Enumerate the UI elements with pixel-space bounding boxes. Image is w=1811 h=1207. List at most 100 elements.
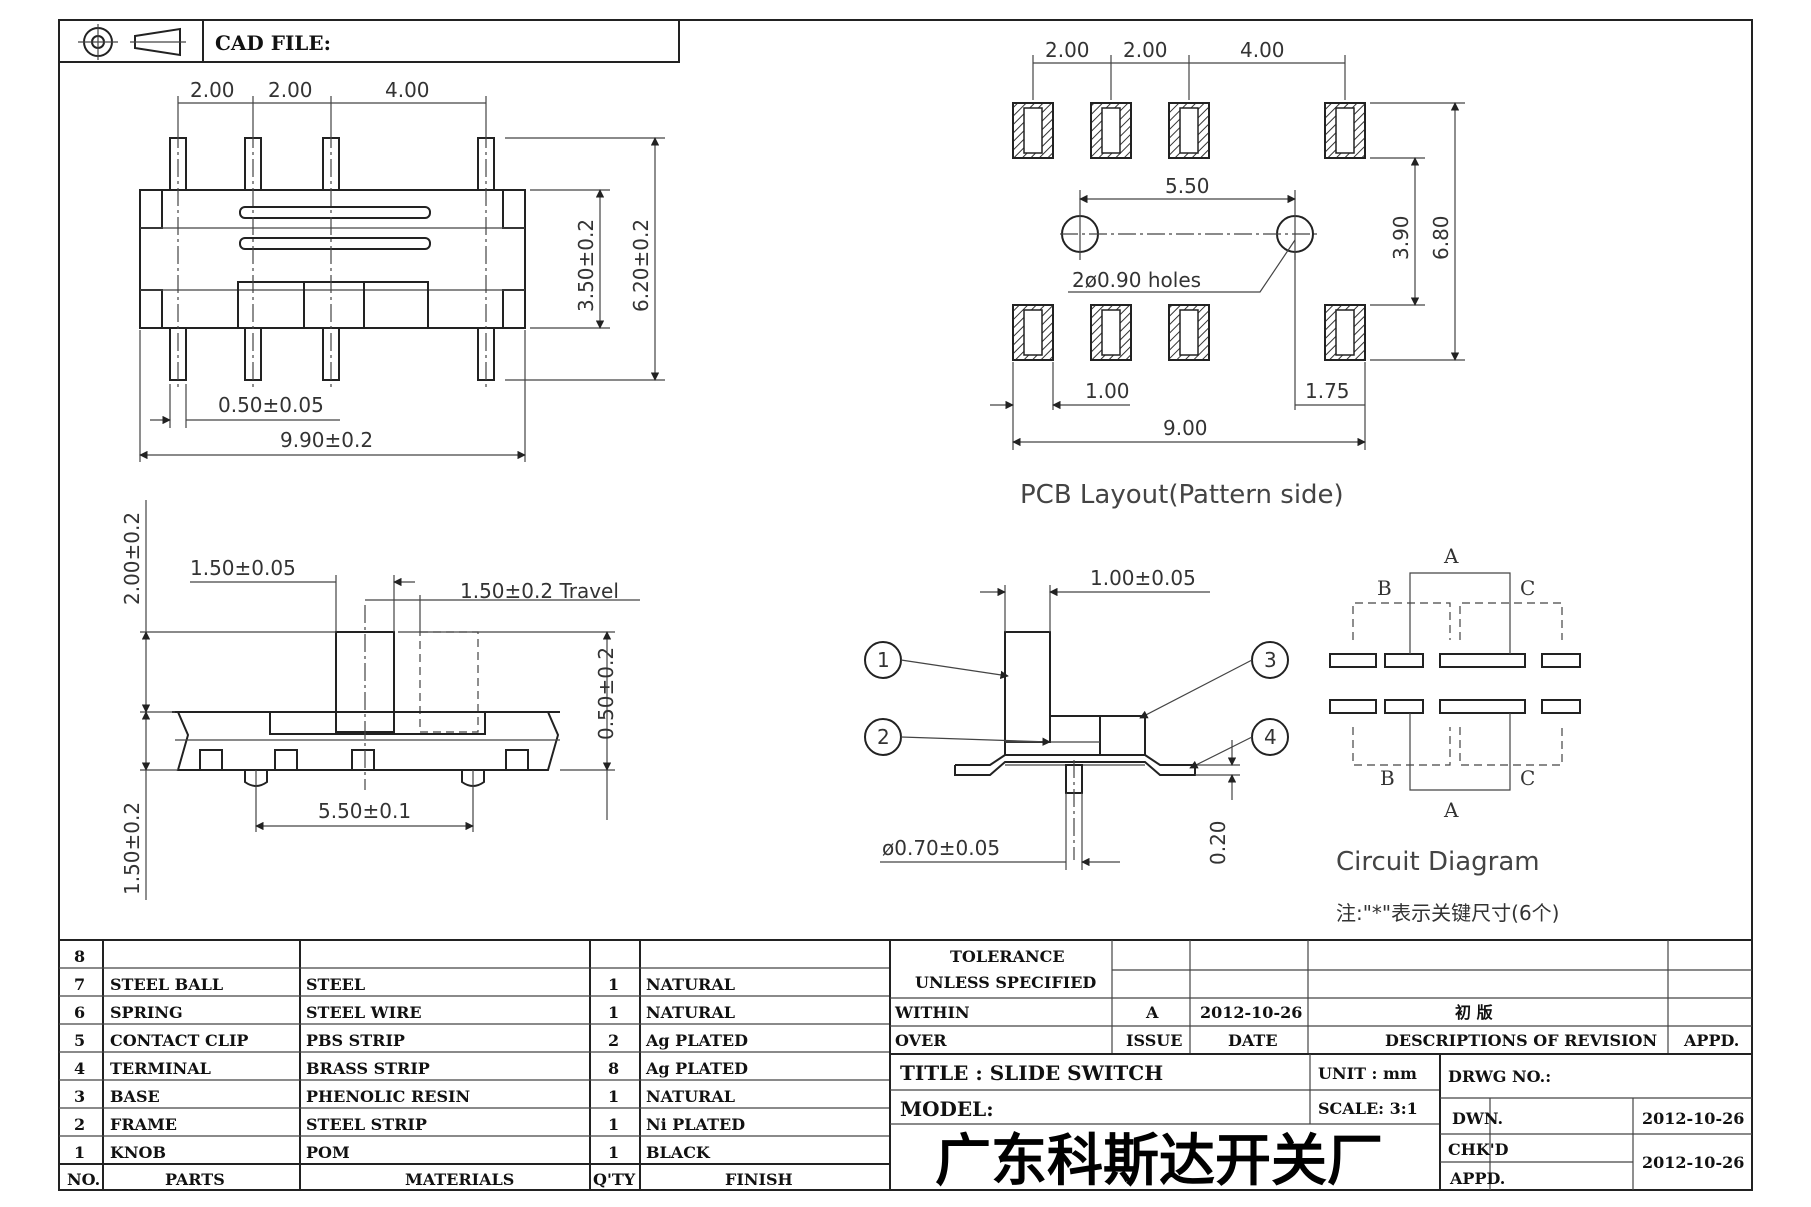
section-view: 1.00±0.05 ø0.70±0.05 0.20 1 2 3 4	[864, 566, 1289, 870]
bom-material: STEEL STRIP	[306, 1115, 427, 1134]
pcb-layout: 2.00 2.00 4.00 5.50 2ø0.90 holes 3.90 6.…	[990, 38, 1465, 510]
callout-2-label: 2	[877, 725, 890, 749]
side-base-height: 1.50±0.2	[120, 802, 144, 895]
bom-finish: NATURAL	[646, 1003, 735, 1022]
bom-finish: Ag PLATED	[645, 1059, 748, 1078]
bom-no: 4	[74, 1059, 85, 1078]
callout-1-label: 1	[877, 648, 890, 672]
bom-row: 1 KNOB POM 1 BLACK	[74, 1143, 711, 1162]
tb-issue-label: ISSUE	[1126, 1031, 1182, 1050]
bom-row: 5 CONTACT CLIP PBS STRIP 2 Ag PLATED	[74, 1031, 748, 1050]
pcb-pitch-3: 4.00	[1240, 38, 1285, 62]
bom-row: 8	[74, 947, 85, 966]
top-height-inner: 3.50±0.2	[574, 219, 598, 312]
bom-no: 1	[74, 1143, 85, 1162]
section-knob-width: 1.00±0.05	[1090, 566, 1196, 590]
bom-header-parts: PARTS	[165, 1170, 225, 1189]
tb-within: WITHIN	[894, 1003, 970, 1022]
tb-dwn-label: DWN.	[1452, 1109, 1503, 1128]
title-block: TOLERANCE UNLESS SPECIFIED WITHIN A 2012…	[889, 939, 1753, 1194]
pcb-pad-outer: 6.80	[1429, 215, 1453, 260]
cad-header: CAD FILE:	[58, 19, 680, 63]
bom-qty: 1	[608, 975, 619, 994]
circuit-caption: Circuit Diagram	[1336, 847, 1540, 877]
bom-finish: NATURAL	[646, 1087, 735, 1106]
bom-qty: 1	[608, 1143, 619, 1162]
bom-header-materials: MATERIALS	[405, 1170, 514, 1189]
bom-row: 6 SPRING STEEL WIRE 1 NATURAL	[74, 1003, 735, 1022]
bom-no: 3	[74, 1087, 85, 1106]
bom-finish: Ag PLATED	[645, 1031, 748, 1050]
side-knob-protrusion: 0.50±0.2	[594, 647, 618, 740]
tb-over: OVER	[895, 1031, 947, 1050]
bom-part: FRAME	[110, 1115, 177, 1134]
top-body-width: 9.90±0.2	[280, 428, 373, 452]
tb-tolerance: TOLERANCE	[950, 947, 1065, 966]
bom-part: STEEL BALL	[110, 975, 223, 994]
bom-part: SPRING	[110, 1003, 183, 1022]
tb-issue-value: A	[1145, 1003, 1159, 1022]
bom-finish: Ni PLATED	[646, 1115, 745, 1134]
bom-header-row: NO. PARTS MATERIALS Q'TY FINISH	[67, 1170, 793, 1189]
circuit-label-b-top: B	[1377, 576, 1392, 600]
bom-no: 8	[74, 947, 85, 966]
bom-no: 5	[74, 1031, 85, 1050]
bom-no: 2	[74, 1115, 85, 1134]
tb-model: MODEL:	[900, 1097, 994, 1121]
tb-dwn-date: 2012-10-26	[1642, 1109, 1744, 1128]
bom-material: PHENOLIC RESIN	[306, 1087, 470, 1106]
projection-symbol-icon	[78, 24, 186, 60]
bom-finish: BLACK	[646, 1143, 711, 1162]
circuit-note: 注:"*"表示关键尺寸(6个)	[1336, 901, 1559, 925]
circuit-label-a-top: A	[1443, 544, 1459, 568]
tb-unless-specified: UNLESS SPECIFIED	[915, 973, 1096, 992]
side-knob-height: 2.00±0.2	[120, 512, 144, 605]
top-pin-width: 0.50±0.05	[218, 393, 324, 417]
bom-material: POM	[306, 1143, 350, 1162]
tb-title: TITLE : SLIDE SWITCH	[900, 1061, 1163, 1085]
pcb-pad-length: 1.75	[1305, 379, 1350, 403]
bom-part: TERMINAL	[110, 1059, 211, 1078]
bom-part: CONTACT CLIP	[110, 1031, 248, 1050]
tb-chkd-date: 2012-10-26	[1642, 1153, 1744, 1172]
tb-drwg-no: DRWG NO.:	[1448, 1067, 1551, 1086]
top-height-outer: 6.20±0.2	[629, 219, 653, 312]
side-travel: 1.50±0.2 Travel	[460, 579, 619, 603]
bom-part: KNOB	[110, 1143, 166, 1162]
bom-finish: NATURAL	[646, 975, 735, 994]
top-pitch-2: 2.00	[268, 78, 313, 102]
side-view: 2.00±0.2 1.50±0.2 1.50±0.05 1.50±0.2 Tra…	[120, 500, 640, 900]
circuit-label-c-bottom: C	[1520, 766, 1535, 790]
bom-header-qty: Q'TY	[593, 1170, 636, 1189]
bom-table: 8 7 STEEL BALL STEEL 1 NATURAL 6 SPRING …	[58, 939, 891, 1191]
side-knob-width: 1.50±0.05	[190, 556, 296, 580]
bom-part: BASE	[110, 1087, 160, 1106]
bom-row: 3 BASE PHENOLIC RESIN 1 NATURAL	[74, 1087, 735, 1106]
bom-row: 2 FRAME STEEL STRIP 1 Ni PLATED	[74, 1115, 745, 1134]
tb-date-label: DATE	[1228, 1031, 1278, 1050]
bom-material: STEEL	[306, 975, 365, 994]
tb-descriptions-label: DESCRIPTIONS OF REVISION	[1385, 1031, 1657, 1050]
tb-unit: UNIT : mm	[1318, 1064, 1417, 1083]
pcb-total-width: 9.00	[1163, 416, 1208, 440]
pcb-pad-width: 1.00	[1085, 379, 1130, 403]
bom-header-finish: FINISH	[725, 1170, 793, 1189]
bom-no: 6	[74, 1003, 85, 1022]
section-post-dia: ø0.70±0.05	[882, 836, 1000, 860]
bom-row: 7 STEEL BALL STEEL 1 NATURAL	[74, 975, 735, 994]
bom-qty: 1	[608, 1087, 619, 1106]
tb-date-value: 2012-10-26	[1200, 1003, 1302, 1022]
tb-chkd-label: CHK'D	[1448, 1140, 1509, 1159]
section-thickness: 0.20	[1206, 820, 1230, 865]
tb-appd2-label: APPD.	[1449, 1169, 1505, 1188]
pcb-hole-spacing: 5.50	[1165, 174, 1210, 198]
pcb-pad-row-bottom	[1012, 304, 1366, 361]
top-pitch-1: 2.00	[190, 78, 235, 102]
pcb-pitch-1: 2.00	[1045, 38, 1090, 62]
bom-qty: 8	[608, 1059, 619, 1078]
tb-revision-desc: 初 版	[1455, 1003, 1493, 1022]
bom-material: PBS STRIP	[306, 1031, 405, 1050]
circuit-label-c-top: C	[1520, 576, 1535, 600]
circuit-label-b-bottom: B	[1380, 766, 1395, 790]
